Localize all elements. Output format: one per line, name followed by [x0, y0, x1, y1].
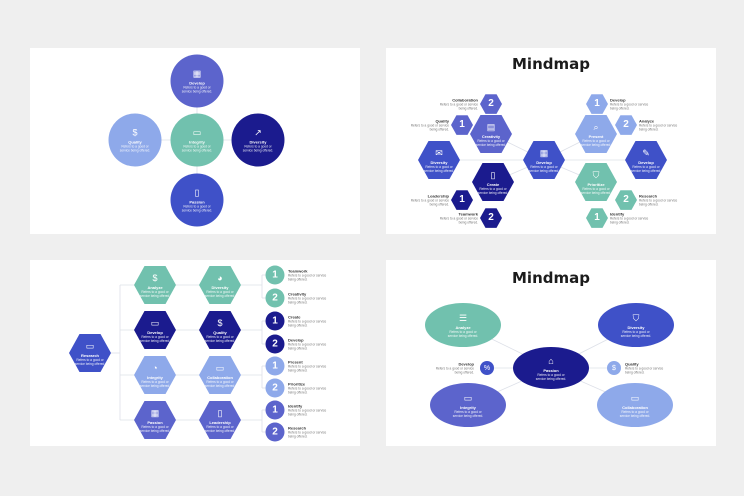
- coin-icon: $: [217, 317, 223, 328]
- credit-card-icon: ▭: [150, 317, 160, 328]
- number-badge: 1: [586, 94, 608, 114]
- money-bag-icon: $: [152, 272, 158, 283]
- shield-icon: ⛉: [592, 169, 600, 180]
- card-icon: ▭: [215, 362, 225, 373]
- shield-lock-icon: ⛉: [632, 312, 640, 323]
- number-badge: 1: [265, 400, 285, 420]
- piggy-bank-icon: ◔: [152, 362, 158, 373]
- bank-icon: ⌂: [548, 355, 554, 366]
- calculator-icon: ▦: [539, 147, 549, 158]
- number-badge: 2: [615, 190, 637, 210]
- percent-icon: %: [480, 361, 494, 375]
- mail-icon: ✉: [435, 147, 443, 158]
- number-badge: 2: [615, 115, 637, 135]
- laptop-shield-icon: ▭: [630, 392, 640, 403]
- slide-title: Mindmap: [512, 55, 590, 73]
- number-badge: 2: [265, 334, 285, 354]
- number-badge: 1: [265, 356, 285, 376]
- number-badge: 1: [586, 208, 608, 228]
- number-badge: 1: [265, 265, 285, 285]
- pen-icon: ✎: [642, 147, 650, 158]
- pie-chart-icon: ◕: [217, 272, 223, 283]
- number-badge: 2: [265, 378, 285, 398]
- card-icon: ▤: [486, 121, 496, 132]
- number-badge: 2: [480, 208, 502, 228]
- wallet-icon: ▭: [85, 340, 95, 351]
- phone-icon: ▯: [490, 169, 496, 180]
- phone-icon: ▯: [194, 187, 200, 198]
- calculator-icon: ▦: [192, 68, 202, 79]
- number-badge: 1: [265, 311, 285, 331]
- search-icon: ⌕: [593, 121, 599, 132]
- number-badge: 2: [265, 422, 285, 442]
- dollar-icon: $: [607, 361, 621, 375]
- laptop-icon: ▭: [192, 127, 202, 138]
- coin-document-icon: $: [132, 127, 138, 138]
- growth-chart-icon: ↗: [254, 127, 262, 138]
- coins-icon: ☰: [458, 312, 468, 323]
- number-badge: 1: [451, 190, 473, 210]
- number-badge: 2: [480, 94, 502, 114]
- number-badge: 1: [451, 115, 473, 135]
- number-badge: 2: [265, 288, 285, 308]
- monitor-chart-icon: ▭: [463, 392, 473, 403]
- calculator-icon: ▦: [150, 407, 160, 418]
- slide-title: Mindmap: [512, 269, 590, 287]
- phone-icon: ▯: [217, 407, 223, 418]
